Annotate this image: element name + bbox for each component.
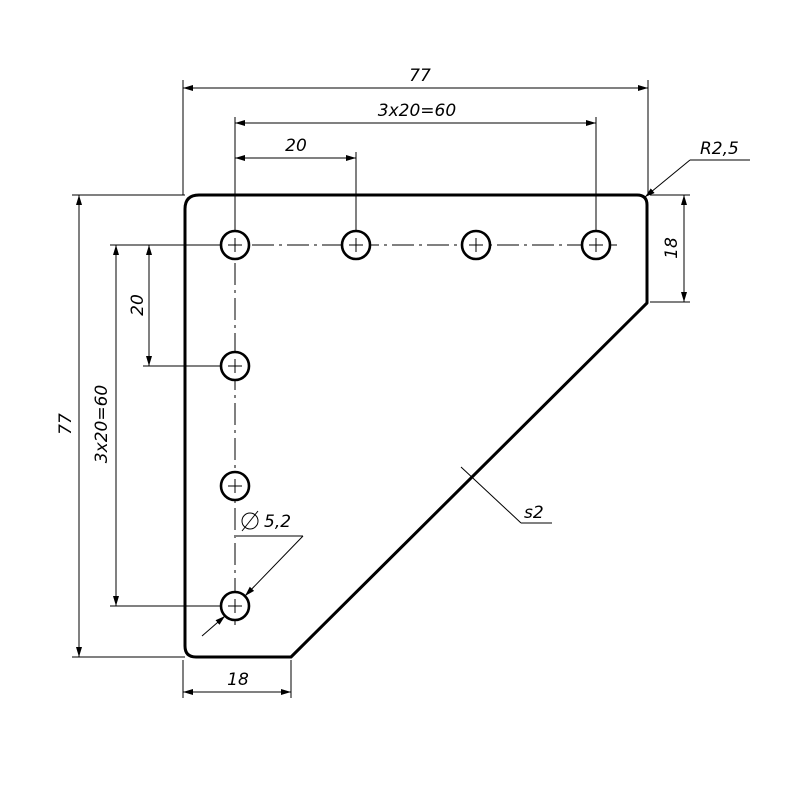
hole — [219, 350, 251, 382]
hole — [580, 229, 612, 261]
hole-pitch-vertical-label: 20 — [128, 294, 148, 316]
hole — [460, 229, 492, 261]
dimension-vertical-hole-span: 3x20=60 — [92, 244, 222, 607]
hole-diameter-label: 5,2 — [264, 512, 291, 532]
dimension-overall-height: 77 — [56, 194, 185, 658]
dimension-overall-width: 77 — [182, 66, 649, 195]
horizontal-hole-span-label: 3x20=60 — [378, 101, 456, 121]
bottom-leg-width-label: 18 — [227, 670, 249, 690]
top-leg-width-label: 18 — [662, 237, 682, 259]
dimension-hole-diameter: 5,2 — [201, 510, 304, 637]
dimension-thickness: s2 — [460, 466, 552, 524]
dimension-hole-pitch-horizontal: 20 — [235, 136, 357, 232]
diameter-icon — [241, 510, 259, 532]
hole — [219, 470, 251, 502]
vertical-hole-span-label: 3x20=60 — [92, 385, 112, 463]
hole — [219, 590, 251, 622]
plate-outline — [183, 193, 649, 659]
hole — [340, 229, 372, 261]
corner-radius-label: R2,5 — [700, 139, 739, 159]
overall-width-label: 77 — [409, 66, 431, 86]
dimension-bottom-leg-width: 18 — [182, 660, 292, 698]
dimension-corner-radius: R2,5 — [644, 139, 750, 198]
dimension-hole-pitch-vertical: 20 — [128, 245, 222, 367]
thickness-label: s2 — [524, 503, 544, 523]
hole-pitch-horizontal-label: 20 — [285, 136, 307, 156]
overall-height-label: 77 — [56, 413, 76, 435]
dimension-top-leg-width: 18 — [650, 194, 690, 303]
hole — [219, 229, 251, 261]
dimension-horizontal-hole-span: 3x20=60 — [234, 101, 597, 232]
